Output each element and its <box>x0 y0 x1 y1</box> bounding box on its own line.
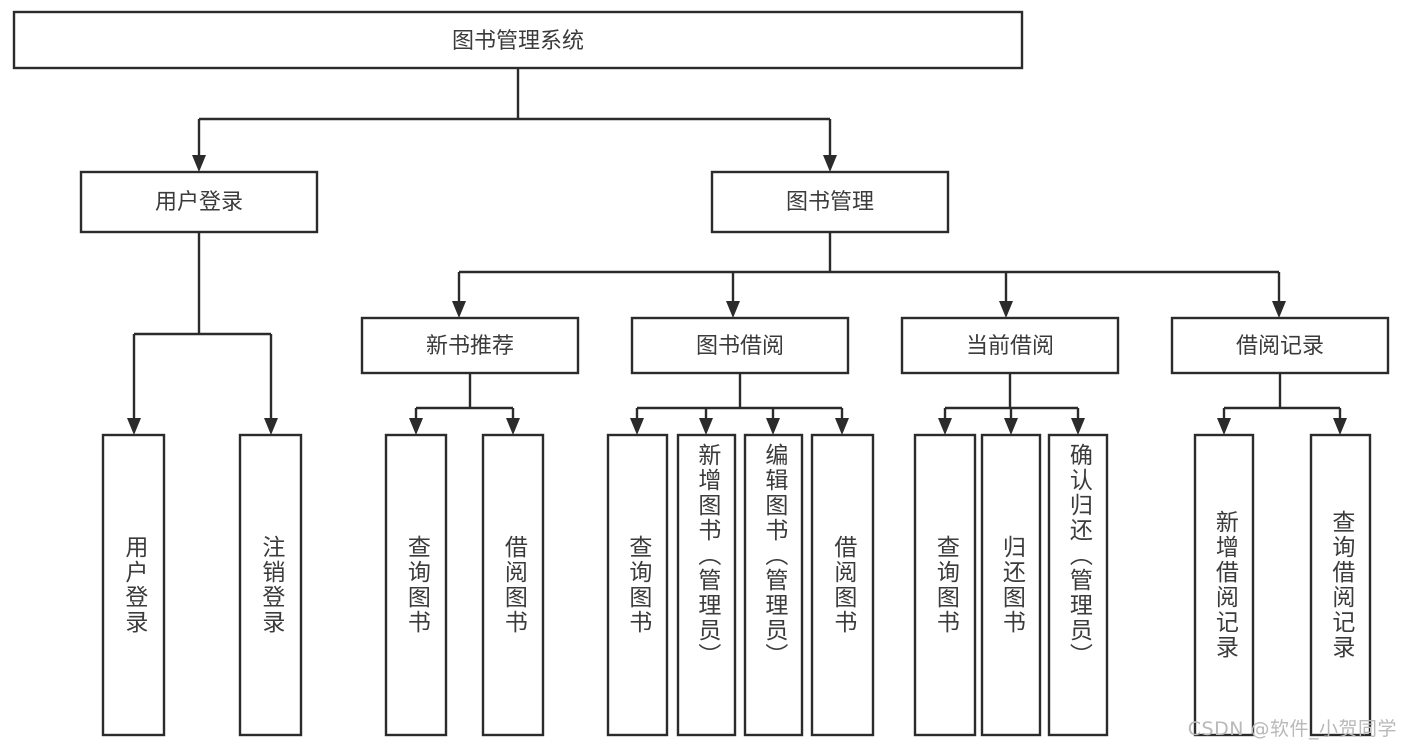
node-current-borrow-label: 当前借阅 <box>966 334 1054 359</box>
node-current-borrow[interactable]: 当前借阅 <box>900 316 1120 375</box>
node-leaf-confirm-return-admin-box[interactable] <box>1047 433 1109 737</box>
arrowhead-user-login <box>192 155 206 172</box>
arrowhead-new-book-recommend <box>452 301 466 318</box>
node-new-book-recommend-box[interactable] <box>360 316 580 375</box>
node-book-borrow-box[interactable] <box>630 316 850 375</box>
arrowhead-leaf-user-logout <box>264 418 278 435</box>
node-new-book-recommend[interactable]: 新书推荐 <box>360 316 580 375</box>
node-book-borrow-label: 图书借阅 <box>696 334 784 359</box>
node-borrow-record-label: 借阅记录 <box>1236 334 1324 359</box>
arrowhead-leaf-user-login <box>127 418 141 435</box>
node-book-manage[interactable]: 图书管理 <box>710 170 950 234</box>
node-book-borrow[interactable]: 图书借阅 <box>630 316 850 375</box>
arrowhead-leaf-confirm-return-admin <box>1071 418 1085 435</box>
arrowhead-leaf-return-book <box>1004 418 1018 435</box>
arrowhead-leaf-query-book-current <box>938 418 952 435</box>
arrowhead-leaf-add-borrow-record <box>1217 418 1231 435</box>
csdn-watermark: CSDN @软件_小贺同学 <box>1187 718 1397 740</box>
arrowhead-leaf-query-borrow-record <box>1333 418 1347 435</box>
arrowhead-leaf-edit-book-admin <box>766 418 780 435</box>
node-leaf-query-book-current-box[interactable] <box>913 433 977 737</box>
node-book-manage-label: 图书管理 <box>786 190 874 215</box>
node-leaf-add-borrow-record-box[interactable] <box>1193 433 1255 737</box>
node-leaf-edit-book-admin-box[interactable] <box>743 433 804 737</box>
node-leaf-query-borrow-record-box[interactable] <box>1309 433 1372 737</box>
node-borrow-record[interactable]: 借阅记录 <box>1170 316 1390 375</box>
node-user-login-box[interactable] <box>79 170 319 234</box>
node-borrow-record-box[interactable] <box>1170 316 1390 375</box>
node-leaf-borrow-book-rec-box[interactable] <box>481 433 545 737</box>
leaf-layer <box>101 433 1372 737</box>
node-leaf-user-login-box[interactable] <box>101 433 166 737</box>
arrowhead-current-borrow <box>999 301 1013 318</box>
arrowhead-borrow-record <box>1272 301 1286 318</box>
node-root-label: 图书管理系统 <box>452 29 584 54</box>
node-leaf-return-book-box[interactable] <box>980 433 1042 737</box>
node-leaf-query-book-rec-box[interactable] <box>384 433 448 737</box>
arrowhead-leaf-borrow-book-borrow <box>835 418 849 435</box>
node-current-borrow-box[interactable] <box>900 316 1120 375</box>
arrowhead-leaf-add-book-admin <box>699 418 713 435</box>
node-leaf-borrow-book-borrow-box[interactable] <box>810 433 875 737</box>
arrowhead-leaf-query-book-borrow <box>630 418 644 435</box>
node-root-box[interactable] <box>12 10 1024 70</box>
connector-layer <box>127 68 1347 435</box>
arrowhead-book-manage <box>823 155 837 172</box>
arrowhead-leaf-borrow-book-rec <box>506 418 520 435</box>
node-user-login-label: 用户登录 <box>155 190 243 215</box>
node-leaf-user-logout-box[interactable] <box>238 433 303 737</box>
node-new-book-recommend-label: 新书推荐 <box>426 334 514 359</box>
node-leaf-query-book-borrow-box[interactable] <box>606 433 669 737</box>
node-root[interactable]: 图书管理系统 <box>12 10 1024 70</box>
arrowhead-leaf-query-book-rec <box>409 418 423 435</box>
node-book-manage-box[interactable] <box>710 170 950 234</box>
node-user-login[interactable]: 用户登录 <box>79 170 319 234</box>
node-leaf-add-book-admin-box[interactable] <box>676 433 737 737</box>
arrowhead-book-borrow <box>726 301 740 318</box>
